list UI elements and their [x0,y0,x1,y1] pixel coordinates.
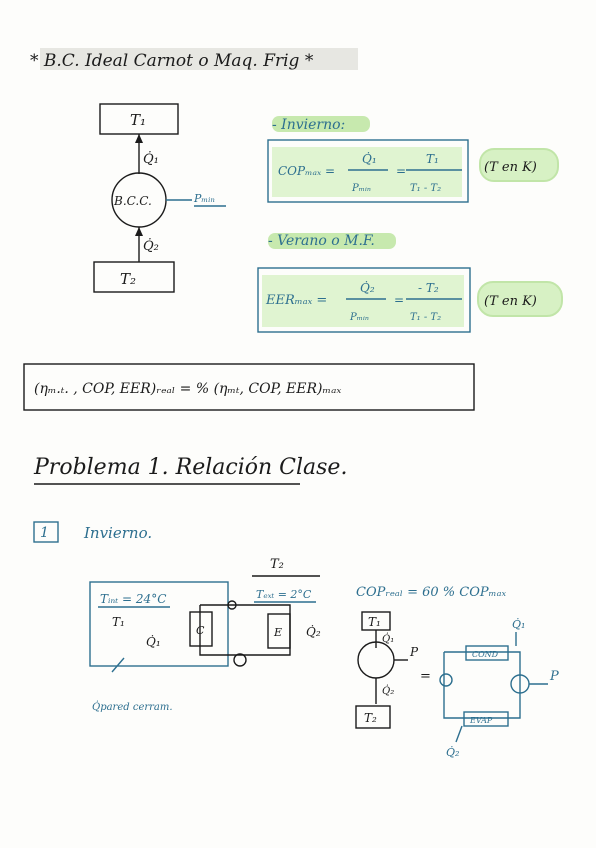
bcc-label: B.C.C. [113,194,152,208]
winter-section: - Invierno: COPₘₐₓ = Q̇₁ Pₘᵢₙ = T₁ T₁ - … [267,116,559,203]
d3-t1-label: T₁ [368,615,381,629]
carnot-diagram: T₁ Q̇₁ B.C.C. Pₘᵢₙ Q̇₂ T₂ [93,103,226,293]
q1-label: Q̇₁ [143,151,159,167]
d3-t2-box [355,705,391,729]
real-formula: (ηₘ.ₜ. , COP, EER)ᵣₑₐₗ = % (ηₘₜ, COP, EE… [34,381,341,397]
winter-den2: T₁ - T₂ [410,183,441,194]
cond-box [465,645,509,661]
t2-label: T₂ [120,270,136,288]
winter-eq: = [396,164,406,178]
evaporator-box [267,613,291,649]
real-formula-box [23,363,475,411]
winter-heading: - Invierno: [272,117,345,133]
d2-q2-label: Q̇₂ [306,624,321,639]
d3-q1-label: Q̇₁ [382,633,394,645]
summer-note-highlight [477,281,563,317]
winter-den1: Pₘᵢₙ [351,183,371,194]
winter-note-highlight [479,148,559,182]
d3-q2b-arrow [455,725,463,743]
summer-num2: - T₂ [418,281,439,295]
d3-t2-label: T₂ [364,711,377,725]
room-box [89,581,229,667]
summer-eq: = [394,293,404,307]
winter-formula-highlight [272,147,462,197]
refrigeration-loop [199,604,291,656]
d3-q2b-label: Q̇₂ [446,746,459,759]
room-diagram: T₂ Tᵢₙₜ = 24°C T₁ Q̇₁ Tₑₓₜ = 2°C C E Q̇₂… [89,557,321,713]
qpared-arrow [111,657,125,673]
evaporator-label: E [273,626,282,639]
q2-label: Q̇₂ [143,238,159,254]
summer-note: (T en K) [484,294,537,309]
t2-box [93,261,175,293]
text-label: Tₑₓₜ = 2°C [256,588,312,601]
d2-q1-label: Q̇₁ [146,634,161,649]
d3-loop [443,651,521,719]
d3-pb-label: P [549,669,559,684]
d3-eq: = [420,669,431,684]
winter-lhs: COPₘₐₓ = [278,164,335,178]
q1-arrowhead-icon [135,134,143,143]
item1-label: Invierno. [83,524,152,542]
item1-number: 1 [40,525,49,541]
summer-num1: Q̇₂ [360,280,375,295]
summer-formula-box [257,267,471,333]
condenser-box [189,611,213,647]
valve-icon [227,600,237,610]
winter-num2: T₁ [426,152,439,166]
cond-label: COND [472,650,499,659]
summer-den2: T₁ - T₂ [410,312,441,323]
d2-t1-label: T₁ [112,615,125,629]
summer-highlight [268,233,396,249]
summer-heading: - Verano o M.F. [268,233,375,249]
tint-label: Tᵢₙₜ = 24°C [100,592,166,606]
summer-den1: Pₘᵢₙ [349,312,369,323]
d3-q1b-label: Q̇₁ [512,618,525,631]
winter-formula-box [267,139,469,203]
q2-arrowhead-icon [135,227,143,236]
power-label: Pₘᵢₙ [193,192,215,205]
t1-label: T₁ [130,111,146,129]
winter-highlight [272,116,370,132]
d3-p-label: P [409,645,419,659]
evap-label: EVAP [469,716,493,725]
summer-section: - Verano o M.F. EERₘₐₓ = Q̇₂ Pₘᵢₙ = - T₂… [257,233,563,333]
d3-q2-label: Q̇₂ [382,685,394,697]
compressor-icon [233,653,247,667]
summer-formula-highlight [262,275,464,327]
condenser-label: C [196,624,205,637]
page-title: * B.C. Ideal Carnot o Maq. Frig * [30,51,314,71]
title-highlight [40,48,358,70]
summer-lhs: EERₘₐₓ = [265,293,327,308]
d2-t2-label: T₂ [270,557,284,572]
evap-box [463,711,509,727]
problem-title: Problema 1. Relación Clase. [33,455,347,480]
winter-num1: Q̇₁ [362,151,377,166]
cycle-diagram: T₁ Q̇₁ P Q̇₂ T₂ = COND EVAP P Q̇₁ Q̇₂ [355,611,559,759]
expansion-valve-icon [439,673,453,687]
cop-real: COPᵣₑₐₗ = 60 % COPₘₐₓ [356,585,506,600]
winter-note: (T en K) [484,160,537,175]
item1-box [33,521,59,543]
qpared-label: Q̇pared cerram. [92,701,173,713]
